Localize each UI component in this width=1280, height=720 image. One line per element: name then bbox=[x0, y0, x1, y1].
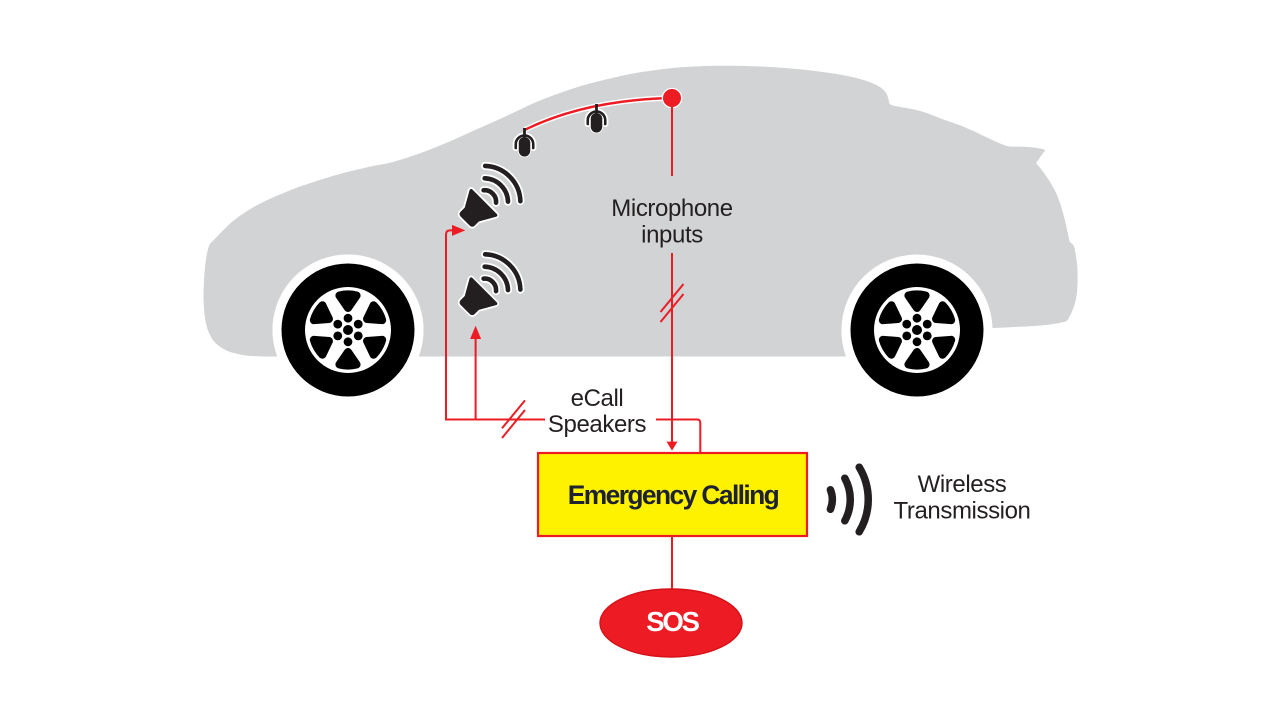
svg-text:Wireless: Wireless bbox=[918, 471, 1007, 498]
svg-text:inputs: inputs bbox=[641, 222, 703, 249]
svg-text:Transmission: Transmission bbox=[893, 498, 1030, 525]
svg-text:eCall: eCall bbox=[571, 385, 624, 412]
svg-text:Speakers: Speakers bbox=[548, 411, 647, 438]
svg-text:Microphone: Microphone bbox=[611, 195, 732, 222]
svg-text:Emergency Calling: Emergency Calling bbox=[568, 480, 779, 510]
svg-text:SOS: SOS bbox=[646, 606, 699, 637]
